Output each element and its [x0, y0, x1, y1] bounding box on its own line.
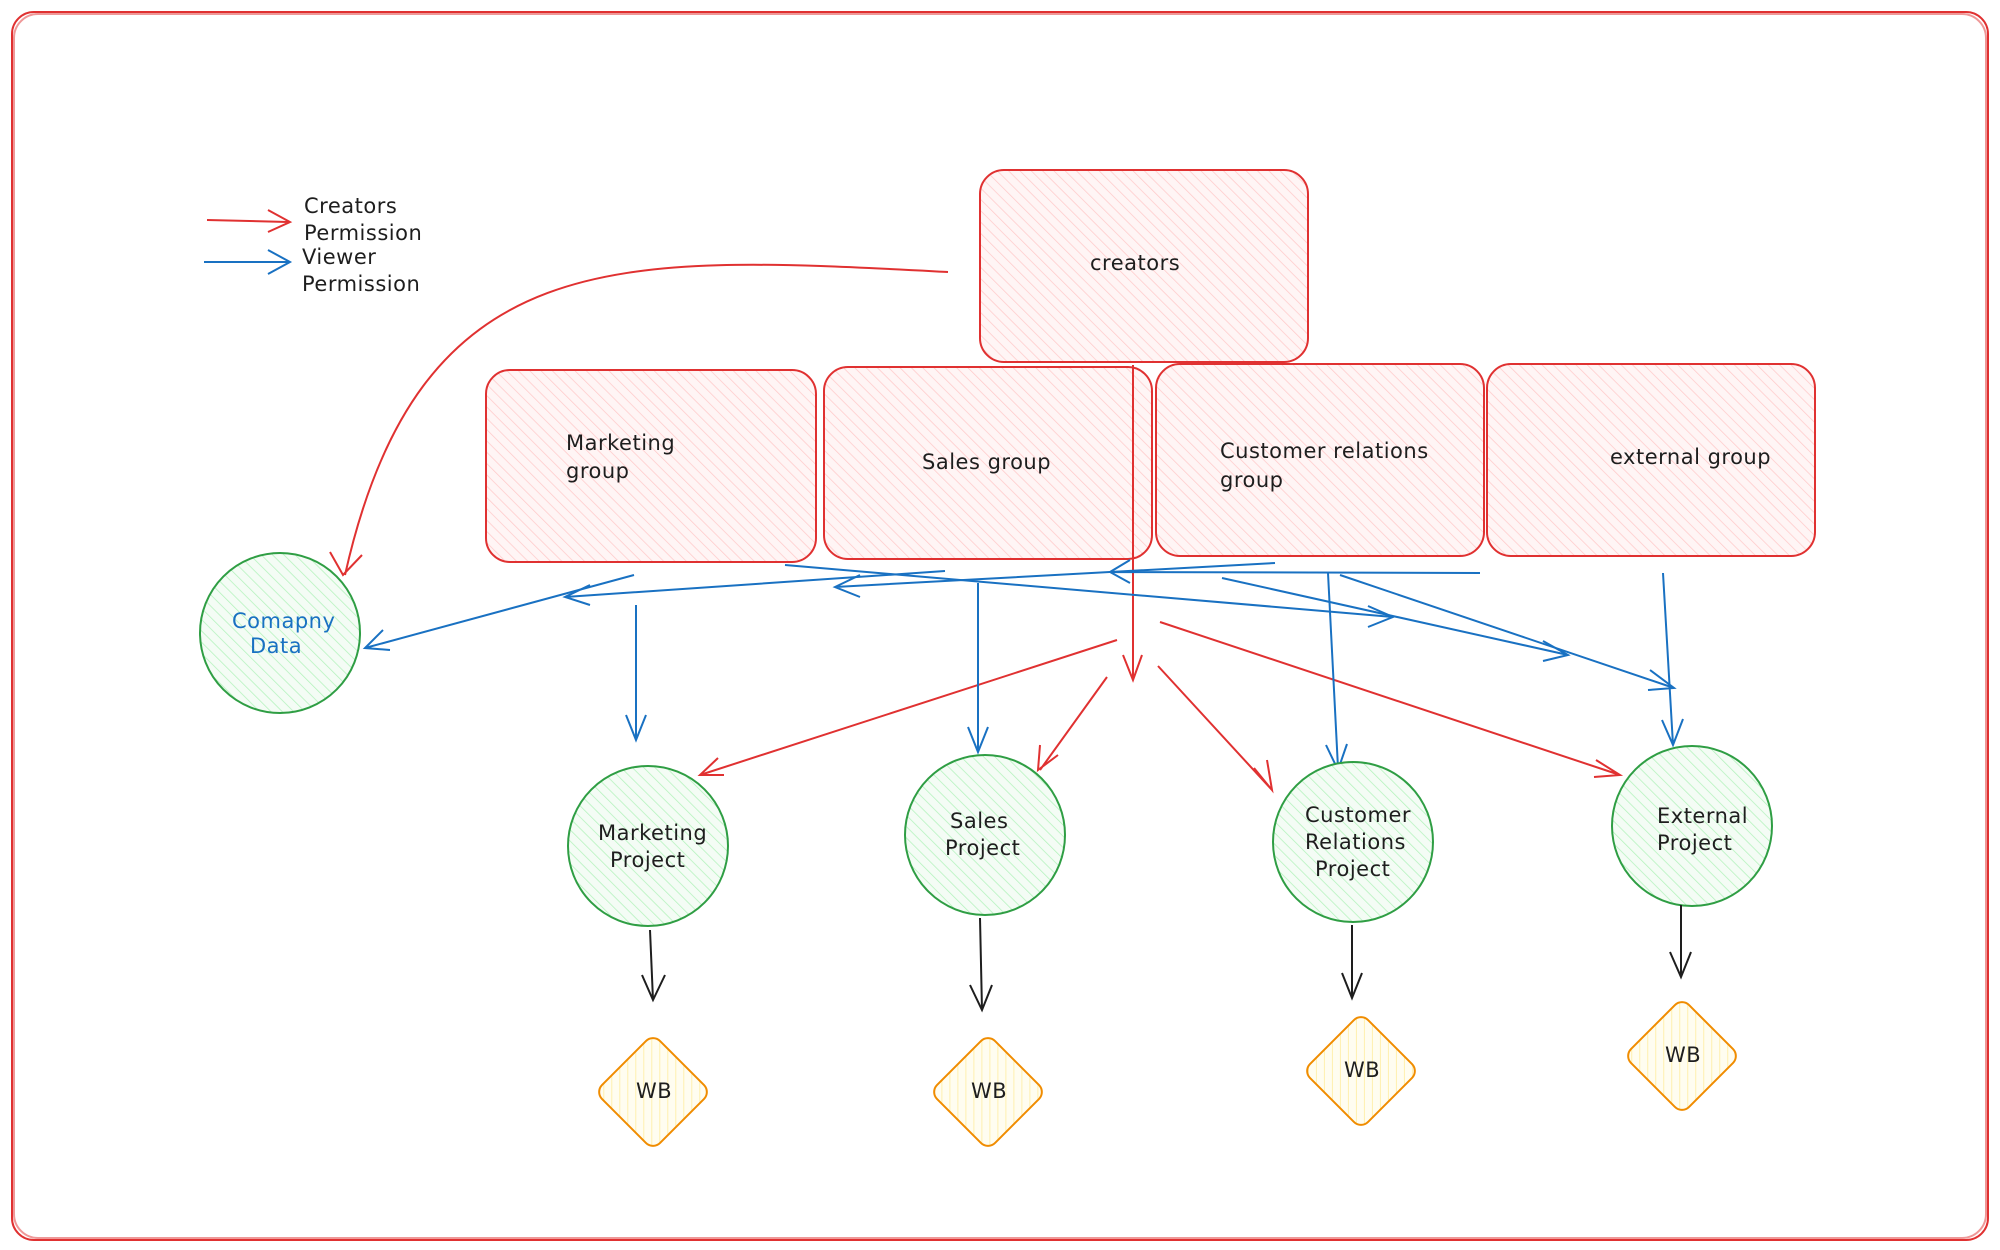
dark-arrow-sales-wb [969, 917, 993, 1013]
creators-label: creators [1090, 251, 1180, 275]
blue-arrow-sales-to-external [1221, 577, 1571, 662]
marketing-project-node[interactable]: Marketing Project [567, 765, 729, 927]
blue-arrow-sales-to-marketing [562, 570, 946, 606]
outer-frame-sketch [13, 13, 1987, 1239]
company-data-node[interactable]: Comapny Data [199, 552, 361, 714]
external-group-box[interactable]: external group [1486, 363, 1816, 557]
customer-group-label-2: group [1220, 468, 1284, 492]
customer-project-label-2: Relations [1305, 830, 1406, 854]
dark-arrow-customer-wb [1341, 925, 1363, 1001]
sales-workbook[interactable]: WB [930, 1034, 1046, 1150]
red-arrow-creators-down [1122, 365, 1143, 683]
customer-project-label-3: Project [1315, 857, 1390, 881]
red-arrow-to-marketing-project [697, 639, 1118, 776]
external-project-label-2: Project [1657, 831, 1732, 855]
red-arrow-to-sales-project [1036, 676, 1108, 773]
external-wb-label: WB [1665, 1043, 1701, 1067]
dark-arrow-external-wb [1669, 905, 1692, 980]
legend-creators-label-2: Permission [304, 221, 422, 245]
marketing-group-box[interactable]: Marketing group [485, 369, 817, 563]
outer-frame [11, 11, 1989, 1241]
blue-arrow-external-to-customer [1107, 559, 1481, 584]
marketing-group-label-2: group [566, 459, 630, 483]
blue-arrow-customer-to-sales [832, 562, 1276, 598]
company-data-label-2: Data [250, 634, 302, 658]
company-data-label-1: Comapny [232, 609, 335, 633]
customer-relations-workbook[interactable]: WB [1303, 1013, 1419, 1129]
red-arrow-to-external-project [1159, 621, 1624, 778]
creators-permission-arrows [329, 263, 1624, 794]
blue-arrow-external-down [1661, 572, 1684, 748]
sales-group-label: Sales group [922, 450, 1051, 474]
marketing-group-label-1: Marketing [566, 431, 675, 455]
marketing-workbook[interactable]: WB [595, 1034, 711, 1150]
workbook-arrows [641, 905, 1692, 1013]
marketing-wb-label: WB [636, 1079, 672, 1103]
sales-group-box[interactable]: Sales group [823, 366, 1153, 560]
legend-creators-arrow [206, 209, 293, 233]
blue-arrow-marketing-to-company-data [362, 574, 635, 651]
sales-project-label-2: Project [945, 836, 1020, 860]
customer-relations-project-node[interactable]: Customer Relations Project [1272, 761, 1434, 923]
sales-wb-label: WB [971, 1079, 1007, 1103]
sales-project-node[interactable]: Sales Project [904, 754, 1066, 916]
viewer-permission-arrows [362, 559, 1684, 773]
customer-relations-group-box[interactable]: Customer relations group [1155, 363, 1485, 557]
blue-arrow-customer-to-external-project [1339, 574, 1677, 691]
legend-viewer-arrow [204, 249, 293, 275]
legend: Creators Permission Viewer Permission [204, 194, 422, 296]
legend-creators-label-1: Creators [304, 194, 397, 218]
customer-wb-label: WB [1344, 1058, 1380, 1082]
red-arrow-to-company-data [329, 263, 949, 577]
external-project-label-1: External [1657, 804, 1748, 828]
blue-arrow-marketing-down [625, 605, 647, 743]
marketing-project-label-1: Marketing [598, 821, 707, 845]
marketing-project-label-2: Project [610, 848, 685, 872]
dark-arrow-marketing-wb [641, 929, 666, 1003]
external-group-label: external group [1610, 445, 1771, 469]
blue-arrow-sales-down [967, 583, 989, 755]
legend-viewer-label-2: Permission [302, 272, 420, 296]
customer-project-label-1: Customer [1305, 803, 1411, 827]
external-project-node[interactable]: External Project [1611, 745, 1773, 907]
legend-viewer-label-1: Viewer [302, 245, 376, 269]
external-workbook[interactable]: WB [1624, 998, 1740, 1114]
customer-group-label-1: Customer relations [1220, 439, 1429, 463]
red-arrow-to-customer-project [1157, 665, 1274, 794]
sales-project-label-1: Sales [950, 809, 1008, 833]
creators-box[interactable]: creators [979, 169, 1309, 363]
